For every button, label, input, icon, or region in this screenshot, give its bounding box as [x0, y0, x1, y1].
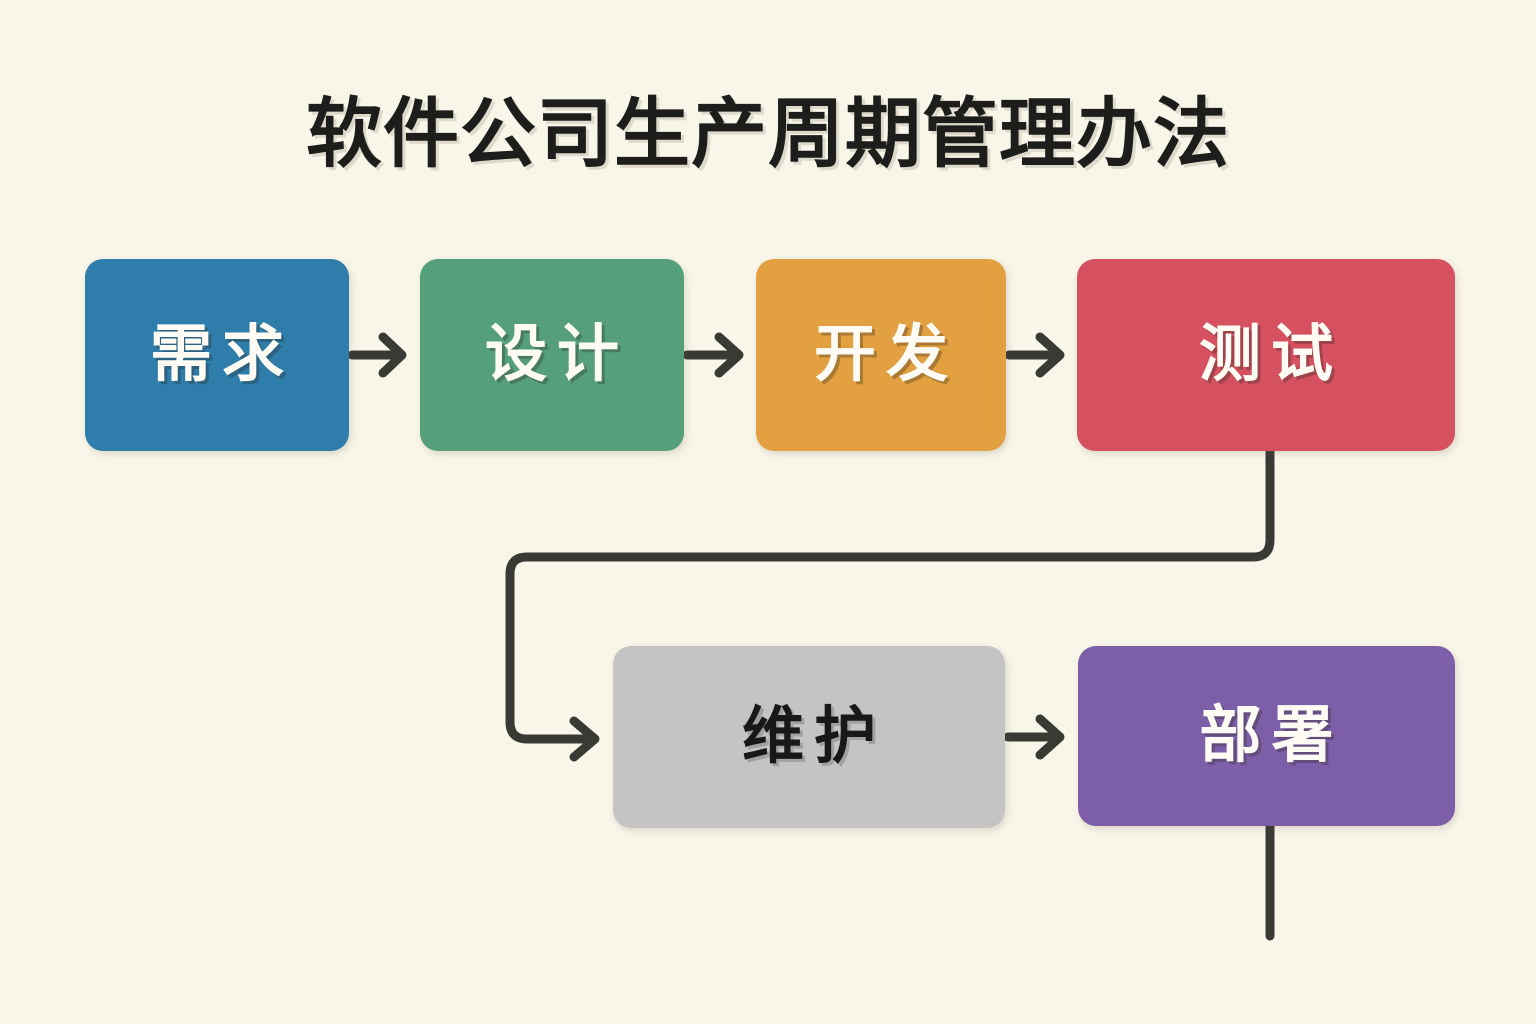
node-label-development: 开发 [813, 320, 958, 389]
node-design[interactable]: 设计 [420, 259, 684, 451]
node-maintenance[interactable]: 维护 [613, 646, 1005, 828]
node-label-design: 设计 [484, 320, 629, 389]
node-label-testing: 测试 [1198, 320, 1343, 389]
page-title: 软件公司生产周期管理办法 [306, 92, 1230, 177]
node-development[interactable]: 开发 [756, 259, 1006, 451]
node-label-deployment: 部署 [1199, 701, 1344, 770]
edge-development-to-testing [1004, 332, 1065, 378]
node-label-maintenance: 维护 [741, 702, 886, 771]
node-requirements[interactable]: 需求 [85, 259, 349, 451]
node-testing[interactable]: 测试 [1077, 259, 1455, 451]
edge-maintenance-to-deployment [1003, 714, 1065, 760]
node-deployment[interactable]: 部署 [1078, 646, 1455, 826]
edge-design-to-development [682, 332, 744, 378]
node-label-requirements: 需求 [149, 320, 294, 389]
edge-requirements-to-design [347, 332, 407, 378]
